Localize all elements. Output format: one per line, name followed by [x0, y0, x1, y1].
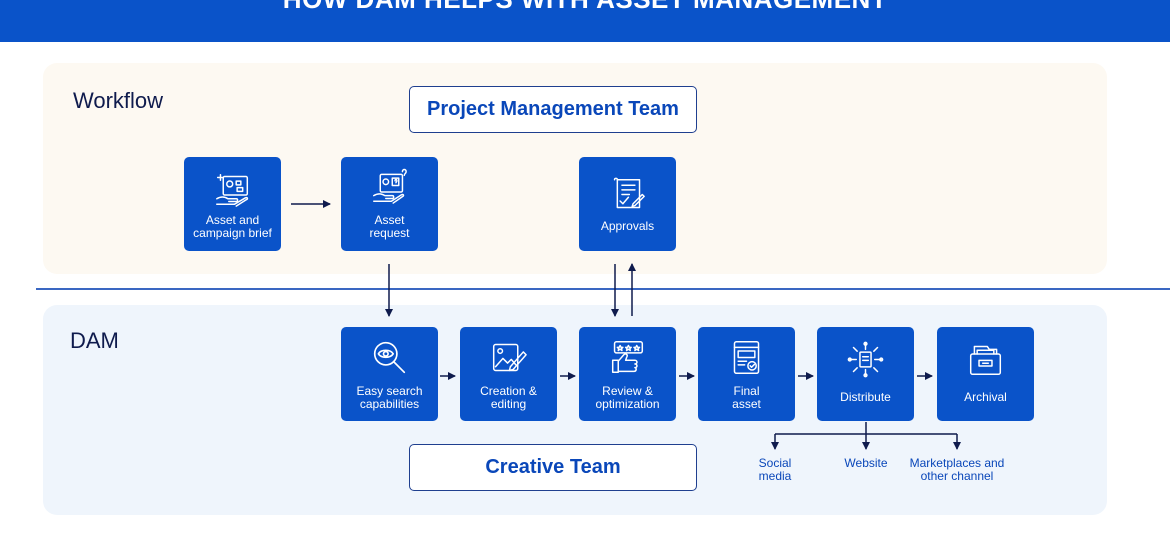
node-label: Final asset [732, 384, 761, 411]
node-asset-campaign-brief: Asset and campaign brief [184, 157, 281, 251]
node-label: Distribute [840, 390, 891, 404]
channel-social-media: Social media [758, 456, 792, 483]
section-divider [36, 288, 1170, 290]
node-review-optimization: Review & optimization [579, 327, 676, 421]
node-label: Easy search capabilities [356, 384, 423, 411]
node-archival: Archival [937, 327, 1034, 421]
header-banner: HOW DAM HELPS WITH ASSET MANAGEMENT [0, 0, 1170, 42]
node-easy-search: Easy search capabilities [341, 327, 438, 421]
node-label: Asset and campaign brief [193, 213, 272, 240]
campaign-brief-icon [216, 173, 249, 207]
node-approvals: Approvals [579, 157, 676, 251]
asset-request-icon [373, 168, 407, 204]
node-distribute: Distribute [817, 327, 914, 421]
page-title: HOW DAM HELPS WITH ASSET MANAGEMENT [0, 0, 1170, 15]
approvals-icon [613, 177, 645, 209]
node-label: Asset request [369, 213, 410, 240]
creative-team-box: Creative Team [409, 444, 697, 491]
channel-website: Website [844, 456, 888, 470]
distribute-icon [847, 341, 884, 378]
search-icon [373, 341, 406, 374]
node-label: Archival [964, 390, 1007, 404]
node-label: Review & optimization [595, 384, 660, 411]
channel-marketplaces: Marketplaces and other channel [909, 456, 1005, 483]
node-asset-request: Asset request [341, 157, 438, 251]
node-label: Approvals [600, 219, 655, 233]
archival-icon [969, 345, 1002, 376]
node-creation-editing: Creation & editing [460, 327, 557, 421]
dam-section-label: DAM [70, 328, 119, 353]
project-management-team-box: Project Management Team [409, 86, 697, 133]
node-label: Creation & editing [480, 384, 537, 411]
review-icon [611, 341, 644, 374]
workflow-section-label: Workflow [73, 88, 164, 113]
node-final-asset: Final asset [698, 327, 795, 421]
final-asset-icon [733, 341, 760, 374]
creation-editing-icon [492, 343, 527, 372]
